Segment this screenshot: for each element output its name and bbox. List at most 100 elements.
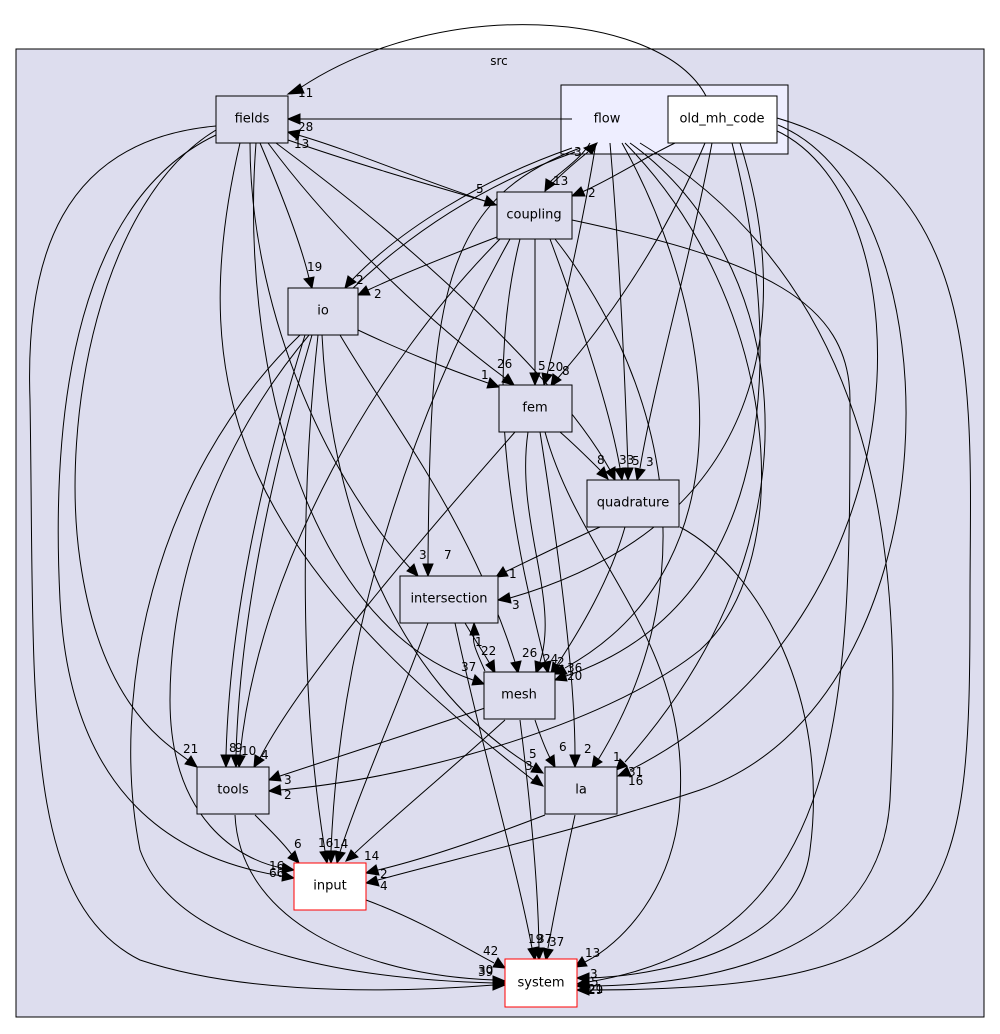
node-la[interactable]: la: [544, 766, 618, 815]
edge-label: 31: [628, 765, 643, 779]
edge-coupling-to-quadrature: [549, 238, 621, 469]
arrowhead: [422, 563, 434, 578]
edge-label: 3: [646, 455, 654, 469]
edge-label: 4: [261, 748, 269, 762]
edge-label: 13: [585, 946, 600, 960]
edge-label: 21: [183, 742, 198, 756]
node-fem[interactable]: fem: [498, 384, 573, 433]
arrowhead: [281, 862, 296, 874]
arrowhead: [486, 377, 501, 389]
arrowhead: [501, 373, 515, 386]
edge-label: 42: [483, 944, 498, 958]
edge-label: 3: [590, 967, 598, 981]
node-tools[interactable]: tools: [196, 766, 270, 815]
arrowhead: [364, 875, 380, 887]
edge-label: 3: [574, 145, 582, 159]
arrowhead: [286, 113, 301, 125]
edge-label: 14: [364, 849, 379, 863]
node-mesh[interactable]: mesh: [483, 671, 556, 720]
edge-quadrature-to-intersection: [504, 526, 601, 573]
node-io[interactable]: io: [287, 287, 359, 336]
edge-fem-to-system: [544, 431, 682, 963]
edge-label: 5: [591, 975, 599, 989]
arrowhead: [615, 758, 628, 771]
edge-fields-to-quadrature: [275, 142, 611, 471]
edge-input-to-system: [365, 899, 495, 964]
node-system[interactable]: system: [504, 958, 578, 1008]
edge-label: 36: [567, 661, 582, 675]
edge-mesh-to-input: [354, 719, 506, 854]
arrowhead: [622, 467, 634, 482]
arrowhead: [281, 870, 296, 882]
edge-label: 2: [588, 186, 596, 200]
edge-coupling-to-system: [571, 219, 851, 983]
arrowhead: [267, 770, 282, 782]
node-quadrature[interactable]: quadrature: [586, 479, 680, 528]
edge-label: 20: [567, 669, 582, 683]
edge-label: 2: [557, 655, 565, 669]
node-flow-label: flow: [594, 112, 621, 127]
node-coupling-label: coupling: [506, 208, 561, 223]
arrowhead: [530, 762, 545, 774]
node-fields-box[interactable]: [215, 95, 289, 144]
edge-label: 37: [461, 660, 476, 674]
node-flow[interactable]: flow: [594, 112, 621, 127]
edge-label: 6: [294, 837, 302, 851]
node-system-box[interactable]: [504, 958, 578, 1008]
arrowhead: [575, 984, 590, 996]
edge-coupling-to-input: [330, 238, 511, 852]
node-tools-box[interactable]: [196, 766, 270, 815]
edge-label: 30: [478, 963, 493, 977]
edge-io-to-tools-a: [225, 334, 306, 756]
edge-label: 19: [528, 932, 543, 946]
node-fem-box[interactable]: [498, 384, 573, 433]
node-input-label: input: [313, 879, 346, 894]
node-old-mh-code-box[interactable]: [667, 95, 778, 144]
node-fem-label: fem: [522, 401, 547, 416]
node-fields-label: fields: [235, 112, 270, 127]
edge-coupling-to-fields: [297, 134, 498, 206]
edge-flow-to-system: [587, 142, 894, 987]
arrowhead: [614, 467, 626, 482]
edge-quadrature-to-system: [587, 526, 814, 979]
edge-label: 1: [481, 368, 489, 382]
edge-io-to-input: [304, 334, 326, 852]
arrowhead: [184, 755, 198, 768]
arrowhead: [469, 621, 480, 636]
arrowhead: [533, 947, 545, 962]
edge-label: 5: [476, 182, 484, 196]
edge-label: 11: [298, 86, 313, 100]
node-intersection-box[interactable]: [399, 575, 499, 624]
node-intersection[interactable]: intersection: [399, 575, 499, 624]
arrowhead: [569, 754, 581, 769]
edge-label: 33: [619, 453, 634, 467]
edge-intersection-to-mesh: [464, 622, 491, 665]
edge-fields-to-io: [259, 142, 310, 279]
edge-old-mh-code-to-quadrature: [639, 142, 713, 469]
edge-fields-to-mesh: [253, 142, 474, 681]
edge-tools-to-input: [254, 814, 293, 856]
node-io-box[interactable]: [287, 287, 359, 336]
edge-old-mh-code-to-la: [629, 129, 879, 771]
edge-fields-to-input: [57, 134, 283, 877]
edge-label: 3: [419, 548, 427, 562]
node-coupling-box[interactable]: [496, 191, 573, 240]
edge-label: 16: [628, 774, 643, 788]
edge-la-to-system: [547, 814, 576, 949]
edge-old-mh-code-to-coupling: [581, 142, 676, 193]
node-quadrature-box[interactable]: [586, 479, 680, 528]
node-input[interactable]: input: [293, 862, 367, 911]
node-la-box[interactable]: [544, 766, 618, 815]
node-old-mh-code[interactable]: old_mh_code: [667, 95, 778, 144]
arrowhead: [553, 670, 568, 682]
node-fields[interactable]: fields: [215, 95, 289, 144]
edge-fields-to-coupling: [287, 139, 486, 202]
node-coupling[interactable]: coupling: [496, 191, 573, 240]
edge-label: 2: [380, 867, 388, 881]
node-mesh-box[interactable]: [483, 671, 556, 720]
arrowhead: [267, 784, 282, 796]
node-input-box[interactable]: [293, 862, 367, 911]
edge-label: 5: [529, 747, 537, 761]
edge-label: 16: [269, 859, 284, 873]
